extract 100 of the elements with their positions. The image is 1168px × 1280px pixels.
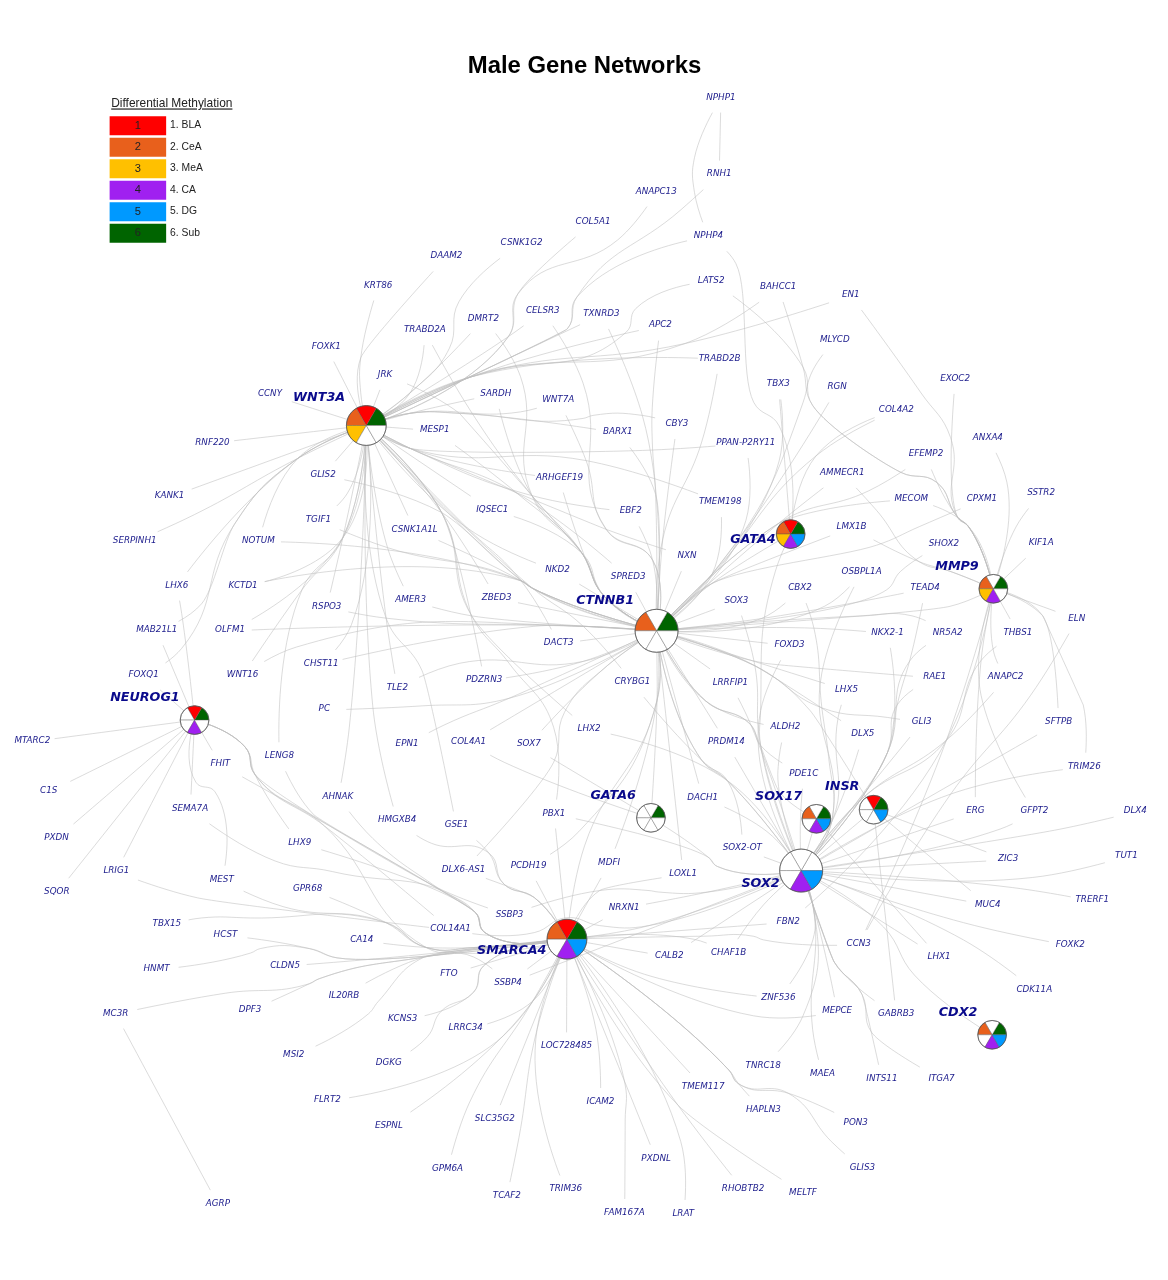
legend-label: 1. BLA xyxy=(170,119,202,131)
node-text: TBX15 xyxy=(152,918,182,929)
connector xyxy=(651,652,658,804)
connector xyxy=(874,823,895,1001)
node-text: DPF3 xyxy=(238,1004,262,1015)
node-text: PDE1C xyxy=(789,767,819,778)
connector xyxy=(531,876,781,908)
connector xyxy=(677,627,867,632)
connector xyxy=(380,438,573,716)
connector xyxy=(123,732,189,858)
node-text: CA14 xyxy=(350,933,374,944)
node-text: PON3 xyxy=(843,1117,868,1128)
node-text: LRRC34 xyxy=(448,1022,483,1033)
node-text: COL5A1 xyxy=(575,215,611,226)
connector xyxy=(690,882,784,943)
node-text: KIF1A xyxy=(1028,537,1054,548)
node-text: NKX2-1 xyxy=(871,626,904,637)
node-text: PC xyxy=(318,703,331,714)
connector xyxy=(800,788,803,850)
node-label: SMARCA4 xyxy=(476,942,547,958)
node-text: DMRT2 xyxy=(467,312,500,323)
label: 5 xyxy=(134,204,141,217)
legend-label: 5. DG xyxy=(170,205,198,217)
node-text: TBX3 xyxy=(766,378,790,389)
node-text: SOX2-OT xyxy=(722,842,762,853)
connector xyxy=(432,344,638,622)
connector xyxy=(821,877,1050,942)
connector xyxy=(472,879,783,937)
label: 3 xyxy=(134,161,141,174)
connector xyxy=(68,731,186,879)
connector xyxy=(819,881,918,945)
connector xyxy=(608,328,660,610)
connector xyxy=(806,832,813,851)
connector xyxy=(179,600,194,706)
node-text: MELTF xyxy=(789,1186,817,1197)
connector xyxy=(820,880,981,1028)
node-text: HCST xyxy=(213,928,238,939)
node-text: EN1 xyxy=(842,289,860,299)
connector xyxy=(586,923,767,938)
label: Differential Methylation xyxy=(111,96,233,111)
node-text: TCAF2 xyxy=(492,1189,521,1200)
connector xyxy=(579,954,686,1201)
node-text: LMX1B xyxy=(836,521,867,532)
connector xyxy=(410,956,559,1113)
connector xyxy=(676,608,716,624)
connector xyxy=(509,957,561,1183)
connector xyxy=(659,651,789,854)
connector xyxy=(535,880,558,922)
connector xyxy=(541,642,639,731)
connector xyxy=(672,399,784,617)
node-text: TMEM117 xyxy=(681,1080,725,1091)
node-text: DAAM2 xyxy=(430,250,463,261)
node-text: GSE1 xyxy=(444,819,469,830)
connector xyxy=(822,874,967,902)
connector xyxy=(315,940,548,1047)
node-text: CSNK1A1L xyxy=(391,523,438,534)
connector xyxy=(580,953,691,1074)
connector xyxy=(382,258,501,415)
connector xyxy=(406,383,638,622)
connector xyxy=(667,648,718,729)
node-text: FOXK2 xyxy=(1055,939,1085,950)
connector xyxy=(659,651,743,835)
connector xyxy=(822,823,1013,869)
node-text: COL14A1 xyxy=(430,923,471,934)
node-text: LRIG1 xyxy=(103,865,130,876)
connector xyxy=(586,934,838,946)
node-text: DLX4 xyxy=(1123,805,1147,816)
connector xyxy=(383,330,640,417)
node-text: SLC35G2 xyxy=(474,1113,515,1124)
connector xyxy=(861,309,991,576)
connector xyxy=(489,754,638,814)
node-text: NXN xyxy=(677,549,697,560)
connector xyxy=(499,957,560,1106)
connector xyxy=(201,732,213,751)
node-text: INTS11 xyxy=(866,1072,898,1083)
connector xyxy=(271,940,548,1002)
connector xyxy=(348,957,559,1099)
connector xyxy=(416,835,557,923)
connector xyxy=(190,734,195,795)
node-text: LOC728485 xyxy=(541,1040,593,1051)
connector xyxy=(157,433,349,532)
node-text: LENG8 xyxy=(264,750,295,761)
node-text: ELN xyxy=(1068,612,1086,623)
connector xyxy=(385,236,576,420)
connector xyxy=(887,814,987,853)
node-text: SEMA7A xyxy=(171,802,209,813)
connector xyxy=(73,729,184,825)
connector xyxy=(70,726,182,782)
connector xyxy=(677,632,768,644)
connector xyxy=(822,816,1114,868)
node-label: NEUROG1 xyxy=(110,688,180,704)
connector xyxy=(384,240,688,418)
connector xyxy=(779,399,790,520)
connector xyxy=(807,890,875,1001)
connector xyxy=(384,324,581,418)
connector xyxy=(534,957,561,1176)
connector xyxy=(574,877,662,921)
connector xyxy=(821,818,954,864)
node-text: COL4A1 xyxy=(451,736,487,747)
connector xyxy=(666,649,804,813)
